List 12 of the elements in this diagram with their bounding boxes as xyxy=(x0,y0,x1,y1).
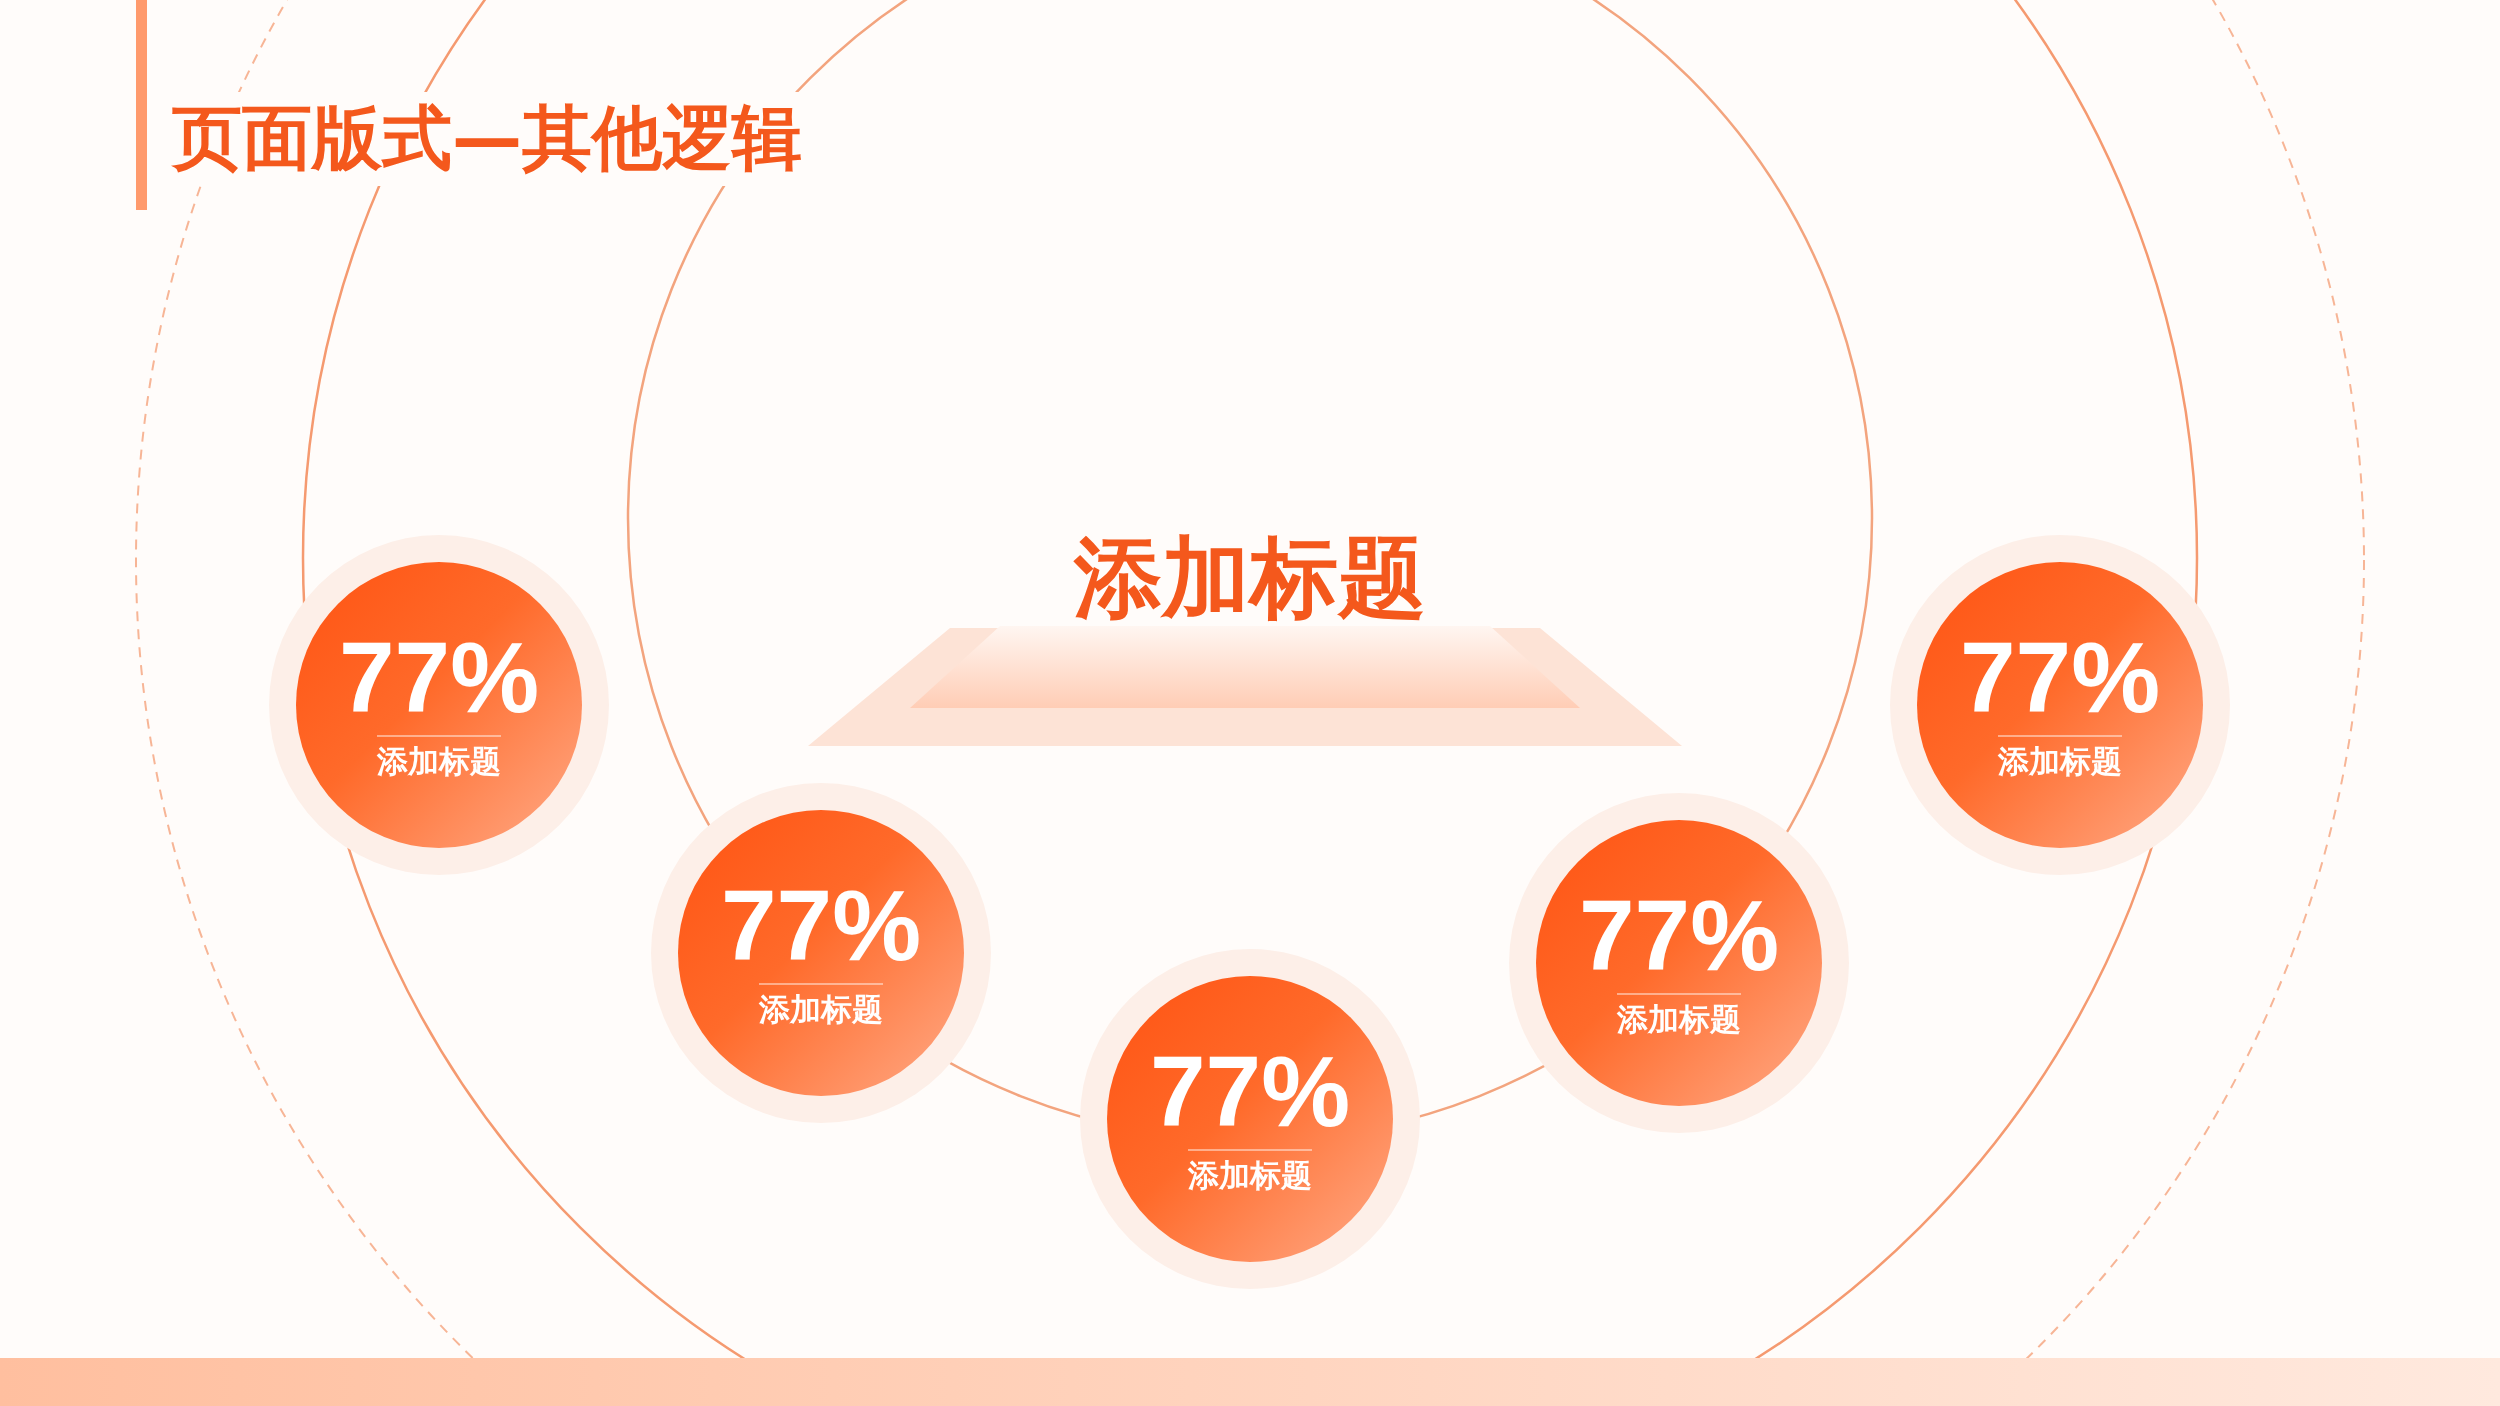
percent-value: 77% xyxy=(1959,627,2161,727)
percent-value: 77% xyxy=(1149,1041,1351,1141)
percent-value: 77% xyxy=(720,875,922,975)
percent-value: 77% xyxy=(338,627,540,727)
circle-label: 添加标题 xyxy=(759,983,883,1031)
page-title: 页面版式—其他逻辑 xyxy=(172,92,802,186)
circle-label: 添加标题 xyxy=(1998,735,2122,783)
circle-label: 添加标题 xyxy=(377,735,501,783)
circle-label: 添加标题 xyxy=(1617,993,1741,1041)
percent-value: 77% xyxy=(1578,885,1780,985)
circle-label: 添加标题 xyxy=(1188,1149,1312,1197)
heading-text: 添加标题 xyxy=(1072,530,1427,627)
